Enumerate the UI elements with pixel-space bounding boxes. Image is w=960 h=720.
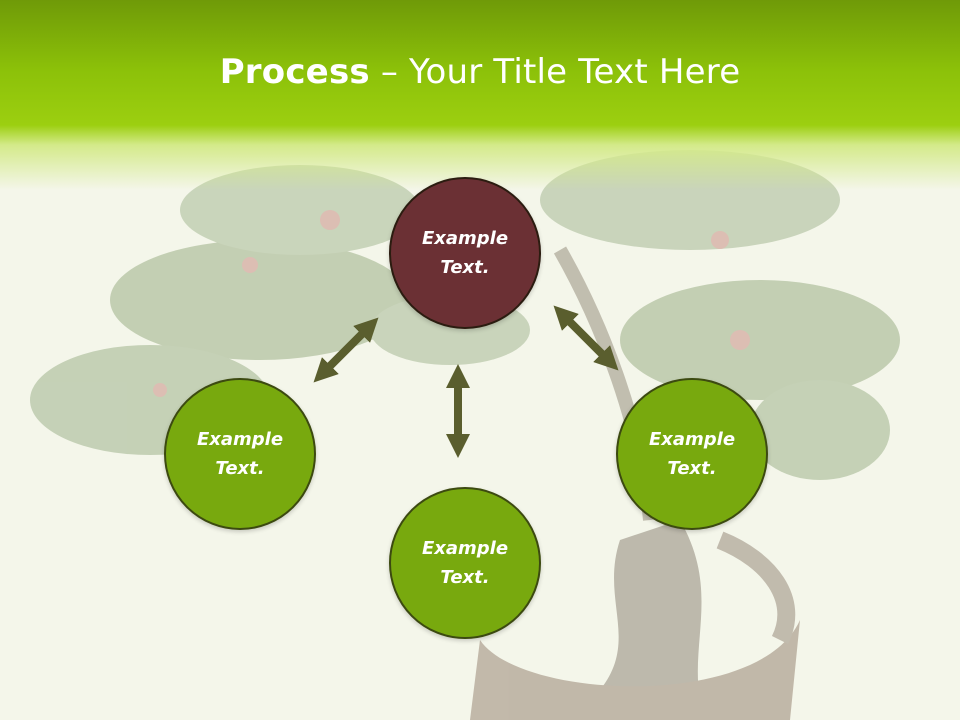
title-text: – Your Title Text Here (369, 52, 741, 92)
node-right: Example Text. (616, 378, 768, 530)
node-right-line1: Example (648, 429, 736, 450)
arrow-top-left (313, 317, 379, 383)
node-bottom-line2: Text. (440, 567, 490, 588)
title-bold: Process (219, 52, 370, 92)
node-bottom-line1: Example (421, 538, 509, 559)
node-top: Example Text. (389, 177, 541, 329)
node-left-line2: Text. (215, 458, 265, 479)
arrow-top-right (553, 305, 619, 371)
title-banner (0, 0, 960, 190)
node-bottom: Example Text. (389, 487, 541, 639)
node-right-line2: Text. (667, 458, 717, 479)
node-left: Example Text. (164, 378, 316, 530)
node-left-line1: Example (196, 429, 284, 450)
node-top-line1: Example (421, 228, 509, 249)
slide-title: Process – Your Title Text Here (0, 52, 960, 92)
node-top-line2: Text. (440, 257, 490, 278)
